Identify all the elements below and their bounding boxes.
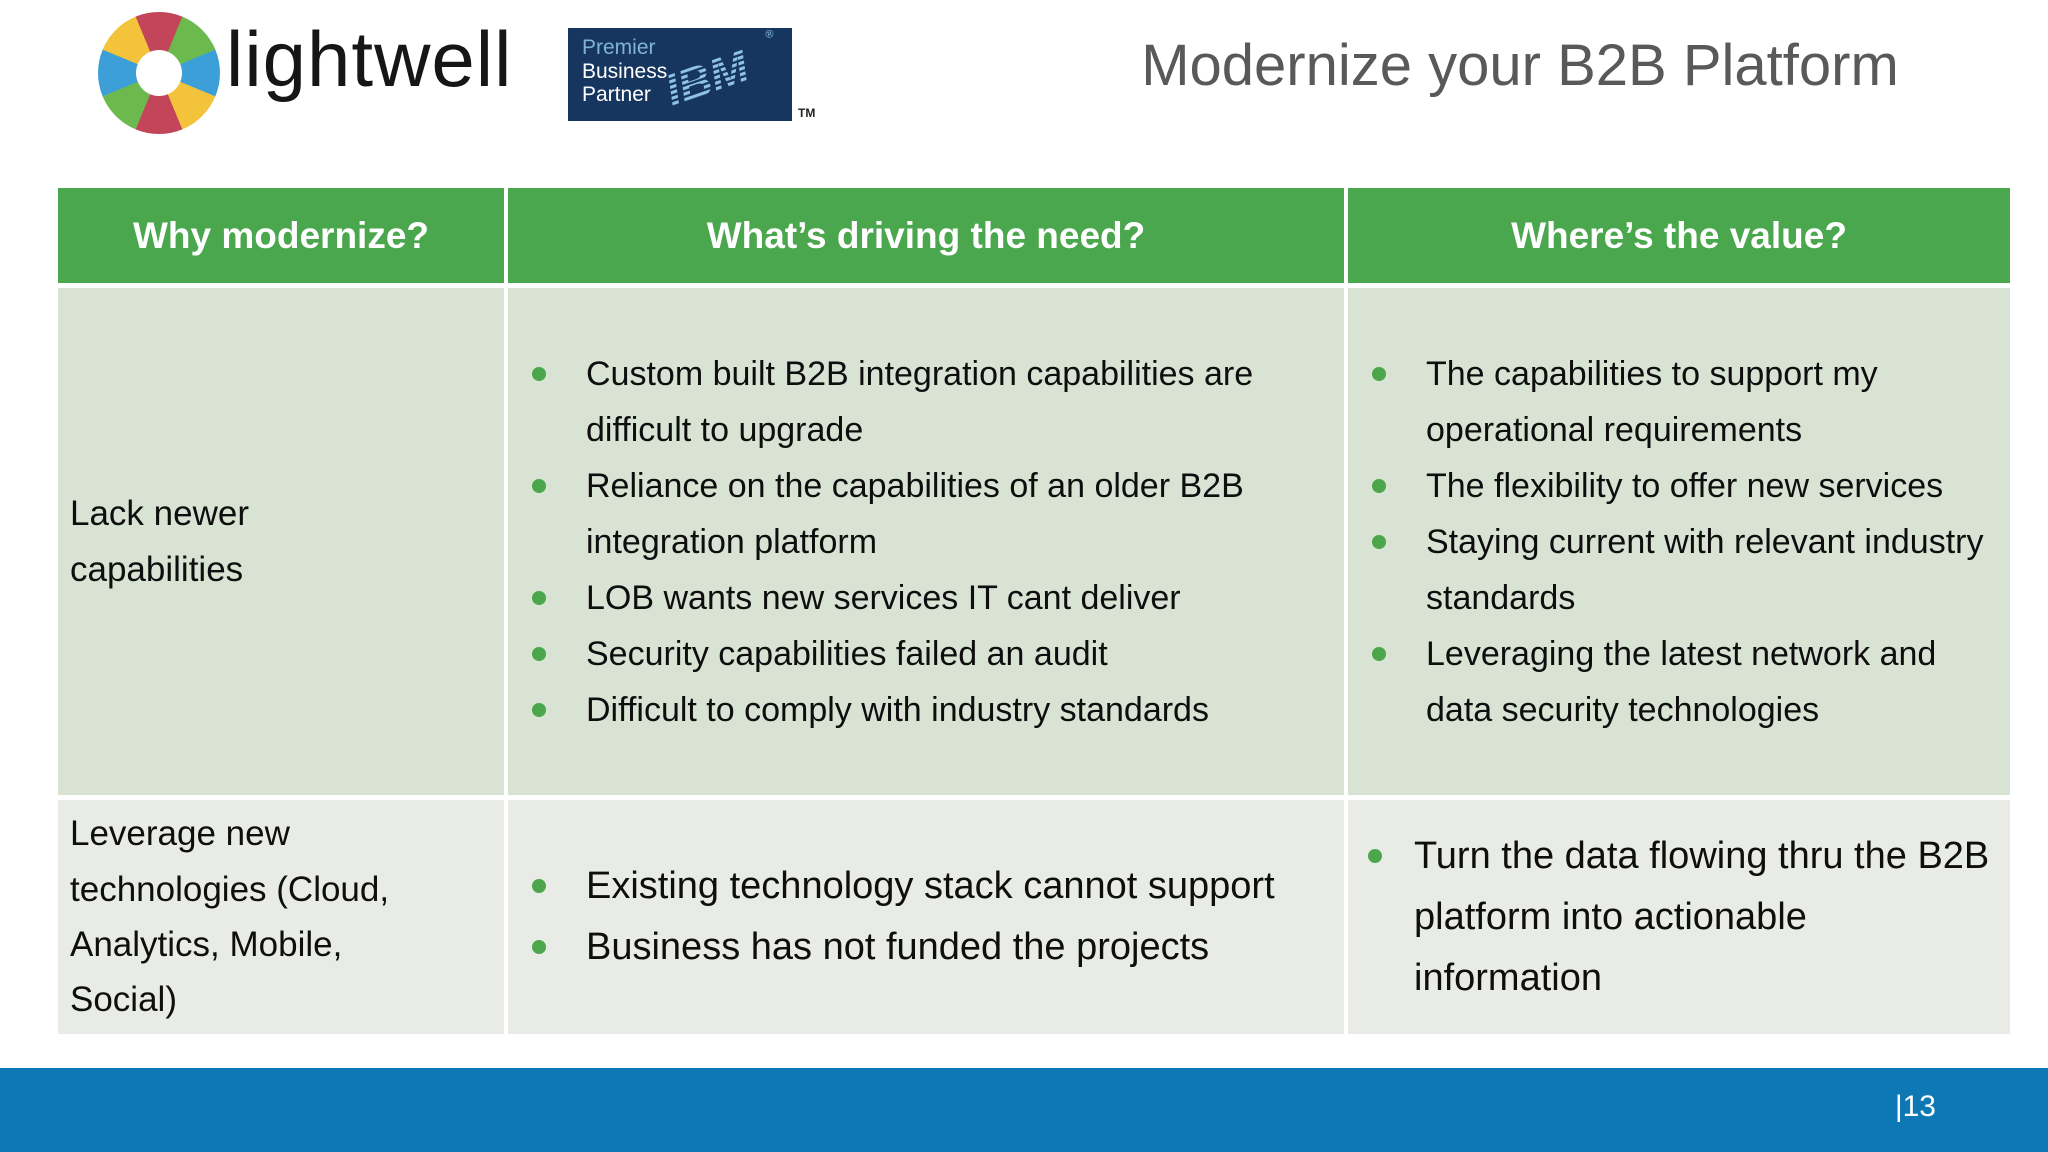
svg-text:®: ® <box>764 28 776 42</box>
bullet-item: Leveraging the latest network and data s… <box>1354 626 2004 738</box>
page-number: |13 <box>1894 1090 1936 1123</box>
ibm-premier-partner-badge: Premier Business Partner IBM ® <box>568 28 792 121</box>
bullet-item: Reliance on the capabilities of an older… <box>514 458 1338 570</box>
lightwell-logo-icon <box>98 12 220 134</box>
bullet-list: Custom built B2B integration capabilitie… <box>514 346 1338 738</box>
bullet-item: Turn the data flowing thru the B2B platf… <box>1354 826 2004 1009</box>
bullet-item: The flexibility to offer new services <box>1354 458 2004 514</box>
driving-cell-row1: Custom built B2B integration capabilitie… <box>508 288 1344 795</box>
value-cell-row2: Turn the data flowing thru the B2B platf… <box>1348 800 2010 1034</box>
page-title: Modernize your B2B Platform <box>1141 33 1899 98</box>
why-cell-row1: Lack newer capabilities <box>58 288 504 795</box>
tm-mark: TM <box>798 106 816 120</box>
badge-text: Premier Business Partner <box>582 36 667 107</box>
brand-wordmark: lightwell <box>226 15 513 103</box>
why-cell-row2: Leverage new technologies (Cloud, Analyt… <box>58 800 504 1034</box>
bullet-item: Security capabilities failed an audit <box>514 626 1338 682</box>
bullet-item: Staying current with relevant industry s… <box>1354 514 2004 626</box>
badge-line-partner: Partner <box>582 83 651 107</box>
ibm-logo-icon: IBM ® <box>655 21 798 126</box>
badge-line-premier: Premier <box>582 36 656 59</box>
bullet-item: Business has not funded the projects <box>514 917 1338 978</box>
bullet-item: Existing technology stack cannot support <box>514 856 1338 917</box>
svg-text:IBM: IBM <box>658 40 756 117</box>
bullet-list: Turn the data flowing thru the B2B platf… <box>1354 826 2004 1009</box>
footer-bar: |13 <box>0 1068 2048 1152</box>
bullet-list: Existing technology stack cannot support… <box>514 856 1338 978</box>
bullet-item: Custom built B2B integration capabilitie… <box>514 346 1338 458</box>
bullet-item: The capabilities to support my operation… <box>1354 346 2004 458</box>
value-cell-row1: The capabilities to support my operation… <box>1348 288 2010 795</box>
bullet-list: The capabilities to support my operation… <box>1354 346 2004 738</box>
column-header-value: Where’s the value? <box>1348 188 2010 283</box>
column-header-why: Why modernize? <box>58 188 504 283</box>
bullet-item: LOB wants new services IT cant deliver <box>514 570 1338 626</box>
comparison-table: Why modernize? What’s driving the need? … <box>58 188 2010 1034</box>
badge-line-business: Business <box>582 59 668 83</box>
bullet-item: Difficult to comply with industry standa… <box>514 682 1338 738</box>
column-header-driving: What’s driving the need? <box>508 188 1344 283</box>
driving-cell-row2: Existing technology stack cannot support… <box>508 800 1344 1034</box>
